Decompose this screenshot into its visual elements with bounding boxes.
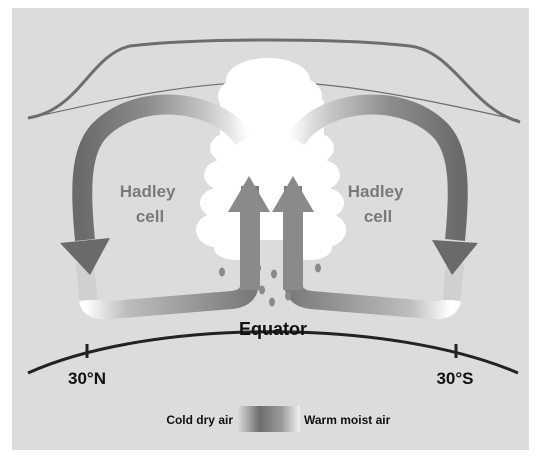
legend-warm-label: Warm moist air xyxy=(304,413,391,427)
tropopause-outer-line xyxy=(27,38,521,124)
legend-cold-label: Cold dry air xyxy=(166,413,233,427)
legend-gradient-swatch xyxy=(238,406,300,432)
left-hadley-cell-label: Hadley cell xyxy=(120,182,180,226)
rain-drops xyxy=(219,263,321,307)
left-descending-arrowhead xyxy=(60,238,110,275)
right-descending-arrowhead xyxy=(432,240,478,275)
equator-label: Equator xyxy=(239,319,307,339)
lat-south-label: 30°S xyxy=(436,369,473,388)
left-hadley-circulation-arrow xyxy=(60,94,270,320)
right-rising-arrowhead xyxy=(272,176,314,212)
lat-north-label: 30°N xyxy=(68,369,106,388)
convection-cloud xyxy=(196,58,346,260)
air-temperature-legend: Cold dry air Warm moist air xyxy=(166,406,391,432)
rising-air-glow xyxy=(230,95,310,155)
right-hadley-circulation-arrow xyxy=(272,94,478,320)
right-hadley-cell-label: Hadley cell xyxy=(348,182,408,226)
left-rising-arrowhead xyxy=(228,176,270,212)
earth-surface-line xyxy=(27,330,519,375)
